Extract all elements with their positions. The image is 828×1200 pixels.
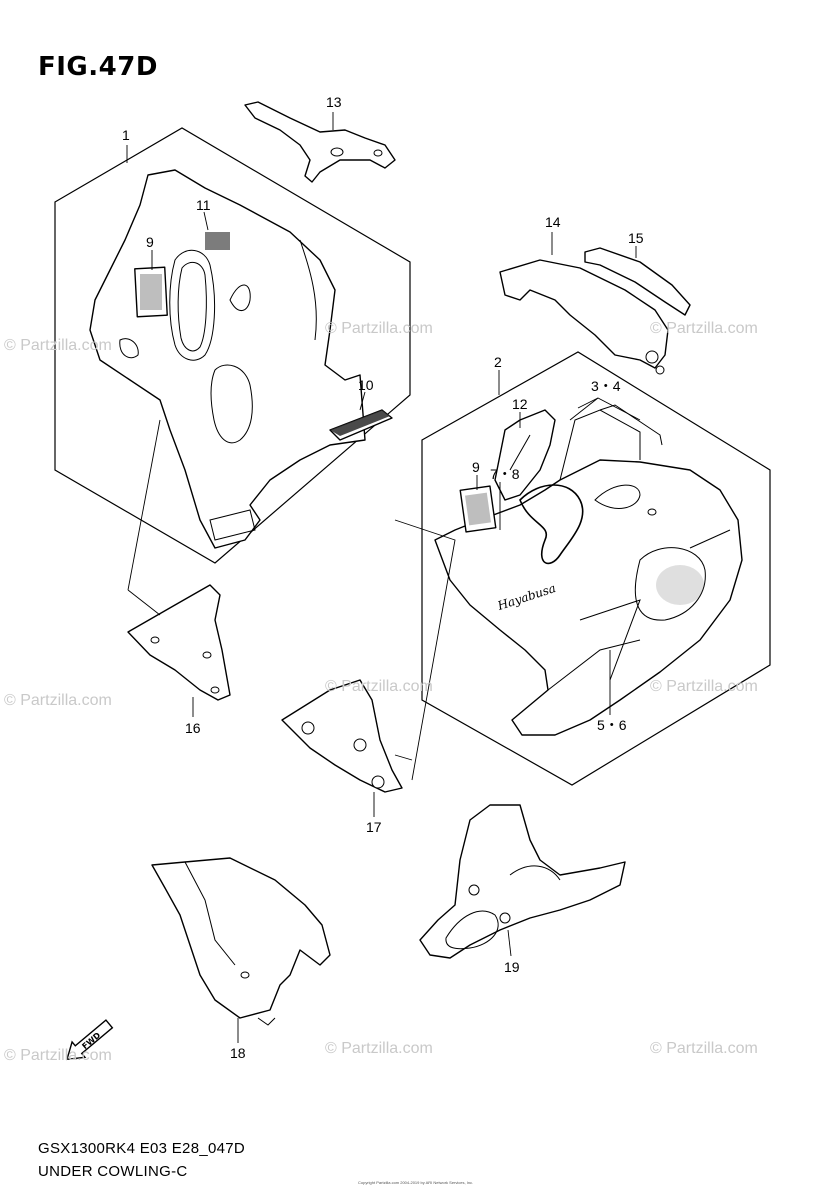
part-18-lower-cowling[interactable] — [151, 857, 331, 1026]
part-17-panel[interactable] — [281, 679, 403, 793]
figure-code: GSX1300RK4 E03 E28_047D — [38, 1140, 246, 1157]
copyright-notice: Copyright Partzilla.com 2004-2019 by ARI… — [358, 1180, 474, 1185]
callout-3-4: 3・4 — [591, 378, 621, 394]
callout-1: 1 — [122, 127, 130, 143]
callout-5-6: 5・6 — [597, 717, 627, 733]
part-9-pad-a[interactable] — [134, 266, 168, 318]
part-12-bracket[interactable] — [494, 409, 556, 501]
part-2-upper-cowling[interactable]: Hayabusa — [434, 404, 743, 736]
part-15-trim[interactable] — [584, 247, 691, 316]
part-19-lower-cowling[interactable] — [419, 804, 626, 959]
figure-name: UNDER COWLING-C — [38, 1163, 188, 1180]
part-1-inner-cowling[interactable] — [89, 169, 366, 549]
callout-12: 12 — [512, 396, 528, 412]
watermark: © Partzilla.com — [325, 320, 433, 337]
callout-13: 13 — [326, 94, 342, 110]
callout-7-8: 7・8 — [490, 466, 520, 482]
watermark: © Partzilla.com — [4, 337, 112, 354]
callout-18: 18 — [230, 1045, 246, 1061]
callout-10: 10 — [358, 377, 374, 393]
part-13-bracket[interactable] — [244, 101, 396, 183]
watermark: © Partzilla.com — [650, 1040, 758, 1057]
part-14-cover[interactable] — [499, 259, 669, 375]
callout-9a: 9 — [146, 234, 154, 250]
watermark: © Partzilla.com — [4, 692, 112, 709]
callout-16: 16 — [185, 720, 201, 736]
callout-9b: 9 — [472, 459, 480, 475]
callout-labels: 1 13 14 15 9 11 10 2 3・4 12 9 7・8 5・6 16… — [122, 94, 644, 1061]
callout-19: 19 — [504, 959, 520, 975]
assembly-box-2 — [421, 351, 771, 786]
figure-title: FIG.47D — [38, 52, 158, 82]
callout-11: 11 — [196, 197, 211, 213]
assembly-box-1 — [54, 127, 411, 564]
watermark: © Partzilla.com — [325, 1040, 433, 1057]
callout-14: 14 — [545, 214, 561, 230]
watermark: © Partzilla.com — [650, 678, 758, 695]
leader-lines — [126, 112, 641, 1043]
part-9-pad-b[interactable] — [459, 485, 497, 533]
callout-2: 2 — [494, 354, 502, 370]
callout-17: 17 — [366, 819, 382, 835]
part-10-block[interactable] — [329, 409, 393, 441]
watermark: © Partzilla.com — [325, 678, 433, 695]
part-16-panel[interactable] — [127, 584, 231, 701]
callout-15: 15 — [628, 230, 644, 246]
watermark: © Partzilla.com — [4, 1047, 112, 1064]
watermark: © Partzilla.com — [650, 320, 758, 337]
